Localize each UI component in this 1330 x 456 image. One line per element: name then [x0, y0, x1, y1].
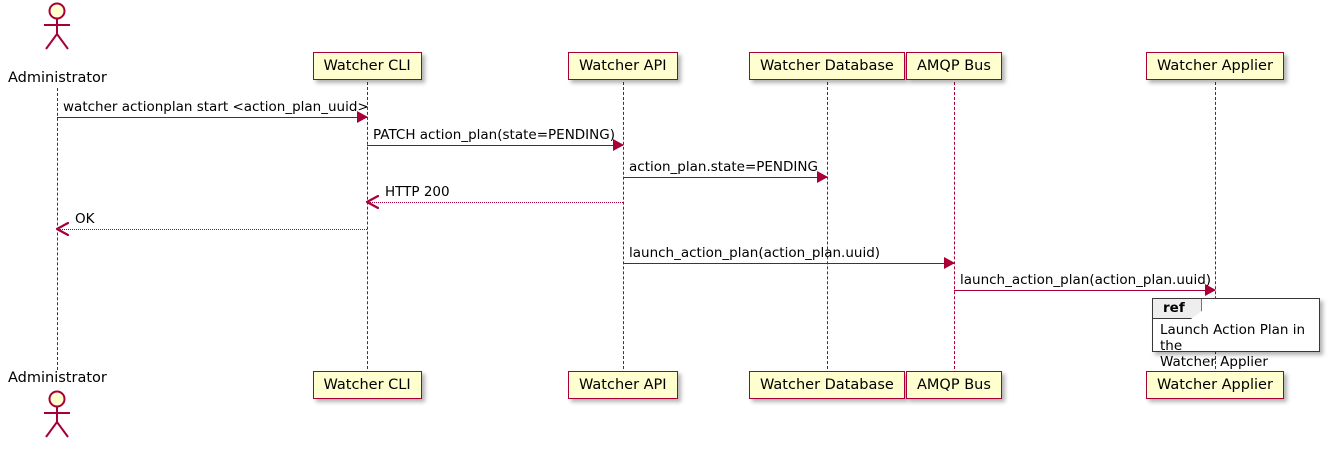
participant-watcher_db-bottom: Watcher Database — [749, 371, 905, 399]
arrowhead-m5 — [56, 222, 69, 236]
message-label-m2: PATCH action_plan(state=PENDING) — [373, 126, 615, 143]
participant-label-administrator-top: Administrator — [8, 70, 107, 86]
arrowhead-m6 — [944, 257, 955, 269]
participant-watcher_applier-bottom: Watcher Applier — [1146, 371, 1284, 399]
lifeline-watcher_db — [826, 82, 828, 374]
fragment-keyword-label: ref — [1153, 299, 1202, 319]
lifeline-watcher_cli — [366, 82, 368, 374]
lifeline-amqp_bus — [953, 82, 955, 374]
message-line-m6 — [623, 263, 954, 264]
message-line-m1 — [57, 117, 367, 118]
arrowhead-m3 — [817, 171, 828, 183]
participant-watcher_cli-bottom: Watcher CLI — [312, 371, 422, 399]
arrowhead-m4 — [366, 195, 379, 209]
message-label-m1: watcher actionplan start <action_plan_uu… — [63, 98, 369, 115]
participant-watcher_api-top: Watcher API — [568, 52, 678, 80]
message-label-m6: launch_action_plan(action_plan.uuid) — [629, 244, 881, 261]
participant-watcher_db-top: Watcher Database — [749, 52, 905, 80]
actor-administrator-bottom — [40, 390, 74, 438]
message-line-m5 — [57, 229, 367, 230]
message-label-m5: OK — [75, 210, 95, 227]
lifeline-watcher_applier — [1214, 82, 1216, 374]
actor-administrator-top — [40, 2, 74, 50]
arrowhead-m1 — [357, 111, 368, 123]
message-line-m3 — [623, 177, 827, 178]
message-label-m4: HTTP 200 — [385, 183, 450, 200]
fragment-text-line-2: Watcher Applier — [1160, 354, 1268, 370]
message-label-m3: action_plan.state=PENDING — [629, 158, 818, 175]
message-line-m2 — [367, 145, 623, 146]
message-line-m7 — [954, 290, 1215, 291]
arrowhead-m7 — [1205, 284, 1216, 296]
participant-watcher_applier-top: Watcher Applier — [1146, 52, 1284, 80]
arrowhead-m2 — [613, 139, 624, 151]
participant-amqp_bus-top: AMQP Bus — [906, 52, 1002, 80]
fragment-text-line-1: Launch Action Plan in the — [1160, 322, 1306, 354]
message-label-m7: launch_action_plan(action_plan.uuid) — [960, 271, 1212, 288]
message-line-m4 — [367, 202, 623, 203]
participant-amqp_bus-bottom: AMQP Bus — [906, 371, 1002, 399]
lifeline-watcher_api — [622, 82, 624, 374]
participant-label-administrator-bottom: Administrator — [8, 370, 107, 386]
participant-watcher_cli-top: Watcher CLI — [312, 52, 422, 80]
participant-watcher_api-bottom: Watcher API — [568, 371, 678, 399]
